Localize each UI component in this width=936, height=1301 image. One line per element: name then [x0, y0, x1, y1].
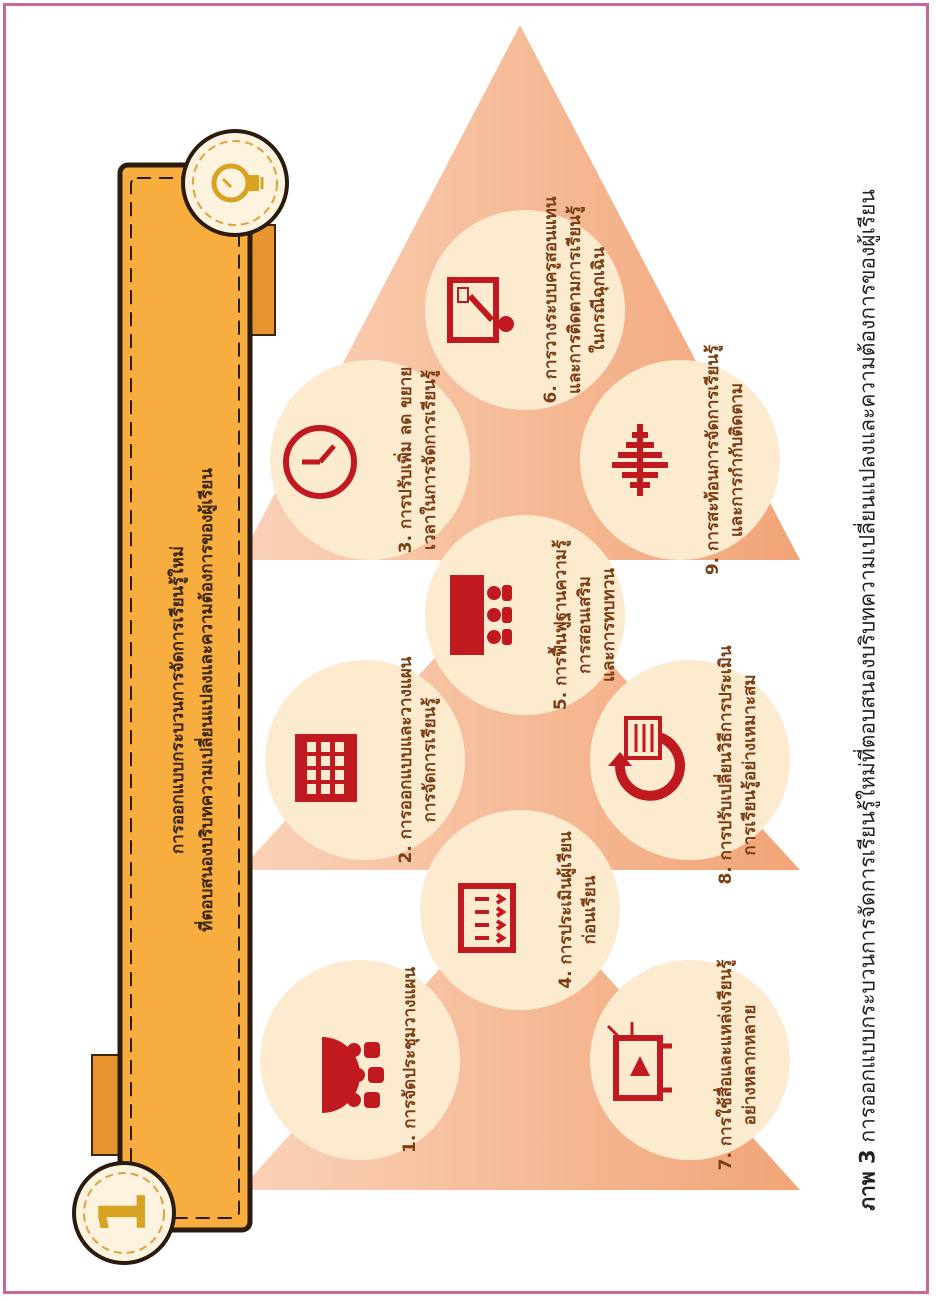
item-5-label: 5. การฟื้นฟูฐานความรู้ การสอนเสริม และกา…	[551, 539, 619, 711]
checklist-icon	[458, 883, 516, 953]
circle-7	[590, 960, 790, 1160]
item-1-label: 1. การจัดประชุมวางแผน	[400, 967, 420, 1153]
item-8-label: 8. การปรับเปลี่ยนวิธีการประเมิน การเรียน…	[716, 645, 760, 885]
video-media-icon	[606, 1022, 672, 1101]
item-6-label: 6. การวางระบบครูสอนแทน และการติดตามการเร…	[541, 196, 609, 404]
lightbulb-badge	[181, 129, 289, 237]
circle-2	[265, 660, 465, 860]
refresh-assessment-icon	[608, 716, 685, 801]
circle-9	[580, 360, 780, 560]
page-frame	[3, 3, 929, 1294]
circle-6	[425, 210, 625, 410]
number-badge	[72, 1161, 176, 1265]
circle-3	[270, 360, 470, 560]
teacher-board-icon	[447, 277, 514, 343]
figure-caption-prefix: ภาพ 3	[855, 1149, 880, 1211]
calendar-icon	[295, 734, 357, 802]
circle-8	[590, 660, 790, 860]
banner-title-line-2: ที่ตอบสนองบริบทความเปลี่ยนแปลงและความต้อ…	[197, 468, 217, 932]
lightbulb-icon	[211, 163, 264, 203]
classroom-icon	[450, 575, 512, 655]
clock-icon	[283, 425, 357, 499]
banner-title-line-1: การออกแบบกระบวนการจัดการเรียนรู้ใหม่	[168, 545, 188, 855]
meeting-icon	[322, 1037, 384, 1113]
circle-4	[420, 810, 620, 1010]
circles	[260, 210, 790, 1160]
item-9-label: 9. การสะท้อนการจัดการเรียนรู้ และการกำกั…	[703, 344, 747, 576]
circle-5	[425, 515, 625, 715]
figure-caption: ภาพ 3 การออกแบบกระบวนการจัดการเรียนรู้ให…	[852, 189, 885, 1210]
item-7-label: 7. การใช้สื่อและแหล่งเรียนรู้ อย่างหลากห…	[716, 959, 760, 1171]
item-3-label: 3. การปรับเพิ่ม ลด ขยาย เวลาในการจัดการเ…	[396, 366, 440, 554]
item-2-label: 2. การออกแบบและวางแผน การจัดการเรียนรู้	[396, 656, 440, 864]
circle-1	[260, 960, 460, 1160]
figure-caption-text: การออกแบบกระบวนการจัดการเรียนรู้ใหม่ที่ต…	[855, 189, 880, 1143]
sound-wave-icon	[612, 424, 668, 496]
item-4-label: 4. การประเมินผู้เรียน ก่อนเรียน	[556, 831, 600, 989]
banner-number: 1	[87, 1190, 161, 1236]
